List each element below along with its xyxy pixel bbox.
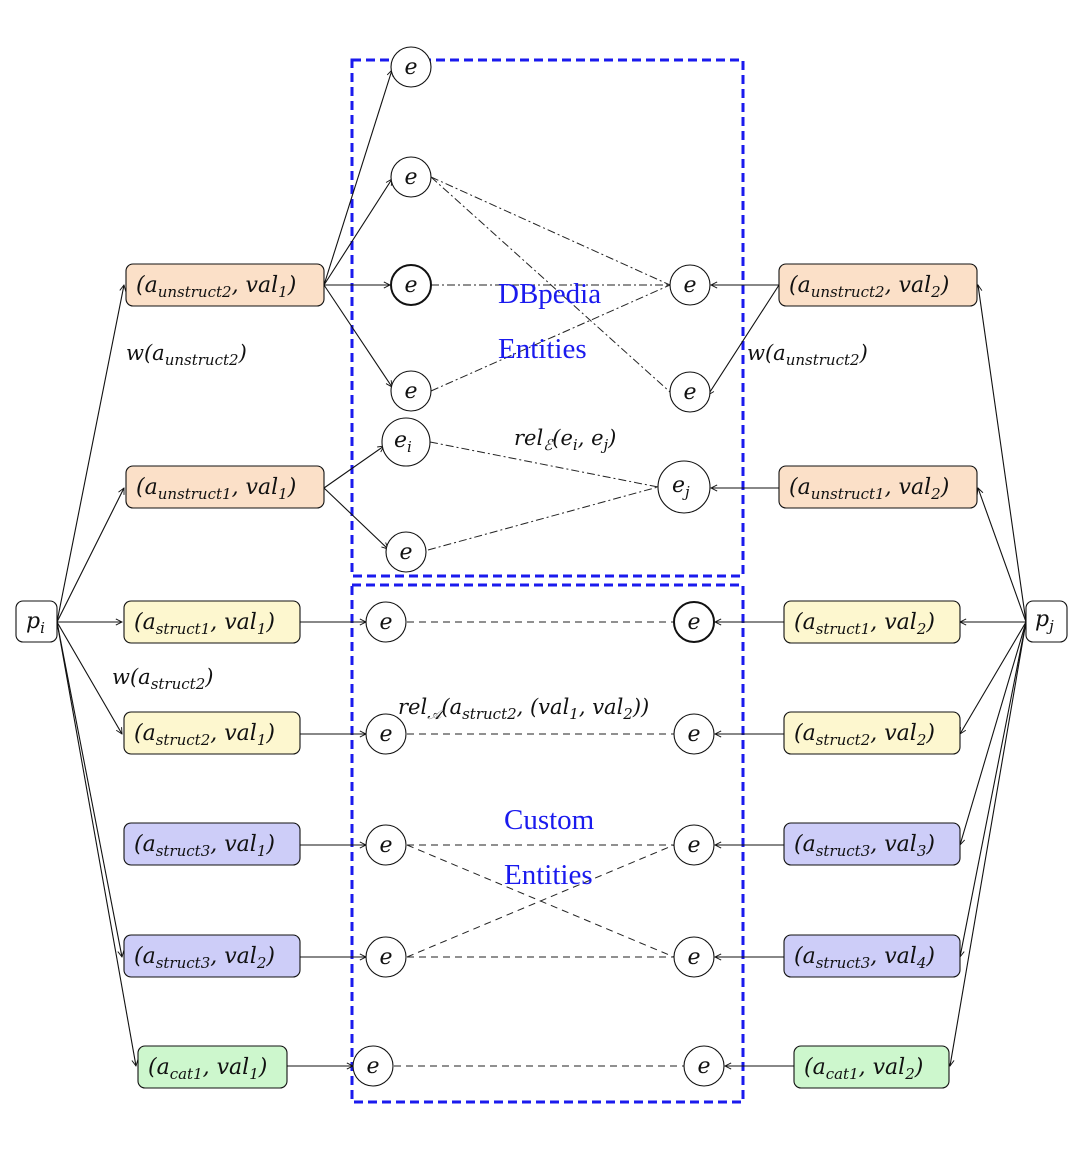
right-attribute-box-label: (astruct1, val2)	[794, 610, 935, 638]
right-attribute-box-label: (astruct3, val3)	[794, 832, 935, 860]
left-attribute-box-label: (astruct3, val2)	[134, 944, 275, 972]
left-attribute-box-label: (acat1, val1)	[148, 1055, 267, 1083]
relation-label-entities: relℰ(ei, ej)	[514, 426, 616, 454]
entity-node: e	[385, 531, 427, 573]
svg-text:e: e	[379, 833, 392, 858]
dbpedia-entities-region	[350, 58, 745, 578]
svg-text:pj: pj	[1035, 607, 1054, 635]
entity-node: e	[365, 824, 407, 866]
custom-label-line2: Entities	[504, 859, 593, 891]
left-attribute-box: (aunstruct2, val1)	[125, 263, 325, 307]
entity-node: e	[352, 1045, 394, 1087]
svg-text:e: e	[683, 273, 696, 298]
right-attribute-box-label: (aunstruct1, val2)	[789, 475, 949, 503]
left-attribute-box-label: (astruct2, val1)	[134, 721, 275, 749]
right-attribute-boxes: (aunstruct2, val2) (aunstruct1, val2) (ast…	[778, 263, 978, 1089]
relation-label-attributes: rel𝒜(astruct2, (val1, val2))	[398, 695, 649, 723]
entity-node: e	[673, 824, 715, 866]
p-i-node: pi	[15, 600, 58, 643]
entity-node: e	[390, 46, 432, 88]
right-attribute-box: (acat1, val2)	[793, 1045, 950, 1089]
right-attribute-box: (astruct2, val2)	[783, 711, 961, 755]
svg-text:e: e	[404, 165, 417, 190]
edges-left-to-entities	[287, 70, 392, 1066]
svg-text:e: e	[687, 945, 700, 970]
edges-right-to-entities	[708, 285, 794, 1066]
left-attribute-box: (astruct1, val1)	[123, 600, 301, 644]
svg-text:e: e	[399, 540, 412, 565]
p-j-node: pj	[1025, 600, 1068, 643]
custom-entities-region	[350, 583, 745, 1104]
svg-text:pi: pi	[26, 609, 45, 637]
left-attribute-box: (acat1, val1)	[137, 1045, 288, 1089]
custom-relations	[394, 621, 684, 1067]
svg-text:e: e	[366, 1054, 379, 1079]
weight-label-unstruct2-right: w(aunstruct2)	[747, 341, 868, 369]
left-attribute-boxes: (aunstruct2, val1) (aunstruct1, val1) (ast…	[123, 263, 325, 1089]
right-attribute-box-label: (aunstruct2, val2)	[789, 273, 949, 301]
right-attribute-box: (astruct1, val2)	[783, 600, 961, 644]
svg-text:e: e	[683, 380, 696, 405]
entity-node: e	[390, 156, 432, 198]
left-attribute-box-label: (astruct1, val1)	[134, 610, 275, 638]
custom-label-line1: Custom	[504, 804, 595, 836]
left-attribute-box: (astruct3, val1)	[123, 822, 301, 866]
right-attribute-box-label: (astruct2, val2)	[794, 721, 935, 749]
left-attribute-box-label: (aunstruct2, val1)	[136, 273, 296, 301]
entity-nodes: e e e e ei e e e ej e e e e e e e e e e	[352, 46, 725, 1087]
left-attribute-box: (aunstruct1, val1)	[125, 465, 325, 509]
entity-node: e	[673, 713, 715, 755]
svg-text:e: e	[687, 610, 700, 635]
entity-node: e	[683, 1045, 725, 1087]
right-attribute-box: (astruct3, val3)	[783, 822, 961, 866]
svg-text:e: e	[697, 1054, 710, 1079]
right-attribute-box-label: (astruct3, val4)	[794, 944, 935, 972]
svg-text:e: e	[404, 273, 417, 298]
entity-node: e	[390, 370, 432, 412]
svg-text:e: e	[379, 610, 392, 635]
right-attribute-box: (aunstruct1, val2)	[778, 465, 978, 509]
svg-text:ej: ej	[672, 473, 690, 501]
entity-node: e	[365, 713, 407, 755]
entity-node: e	[365, 601, 407, 643]
left-attribute-box-label: (astruct3, val1)	[134, 832, 275, 860]
svg-text:e: e	[404, 55, 417, 80]
entity-node: e	[673, 936, 715, 978]
entity-node: e	[669, 371, 711, 413]
entity-ei-node: ei	[381, 417, 431, 467]
left-attribute-box-label: (aunstruct1, val1)	[136, 475, 296, 503]
svg-text:e: e	[687, 722, 700, 747]
edges-pj	[950, 285, 1027, 1066]
svg-text:e: e	[379, 945, 392, 970]
entity-node: e	[673, 601, 715, 643]
edges-pi	[56, 285, 136, 1066]
svg-text:e: e	[379, 722, 392, 747]
svg-text:ei: ei	[394, 428, 412, 456]
entity-node: e	[365, 936, 407, 978]
right-attribute-box: (astruct3, val4)	[783, 934, 961, 978]
weight-label-unstruct2-left: w(aunstruct2)	[126, 341, 247, 369]
dbpedia-label-line2: Entities	[498, 333, 587, 365]
left-attribute-box: (astruct3, val2)	[123, 934, 301, 978]
dbpedia-label-line1: DBpedia	[498, 278, 601, 310]
dbpedia-relations	[427, 176, 671, 551]
left-attribute-box: (astruct2, val1)	[123, 711, 301, 755]
svg-text:e: e	[404, 379, 417, 404]
entity-node: e	[390, 264, 432, 306]
entity-ej-node: ej	[657, 460, 711, 514]
right-attribute-box: (aunstruct2, val2)	[778, 263, 978, 307]
svg-text:e: e	[687, 833, 700, 858]
right-attribute-box-label: (acat1, val2)	[804, 1055, 923, 1083]
entity-node: e	[669, 264, 711, 306]
weight-label-struct2: w(astruct2)	[112, 665, 213, 693]
